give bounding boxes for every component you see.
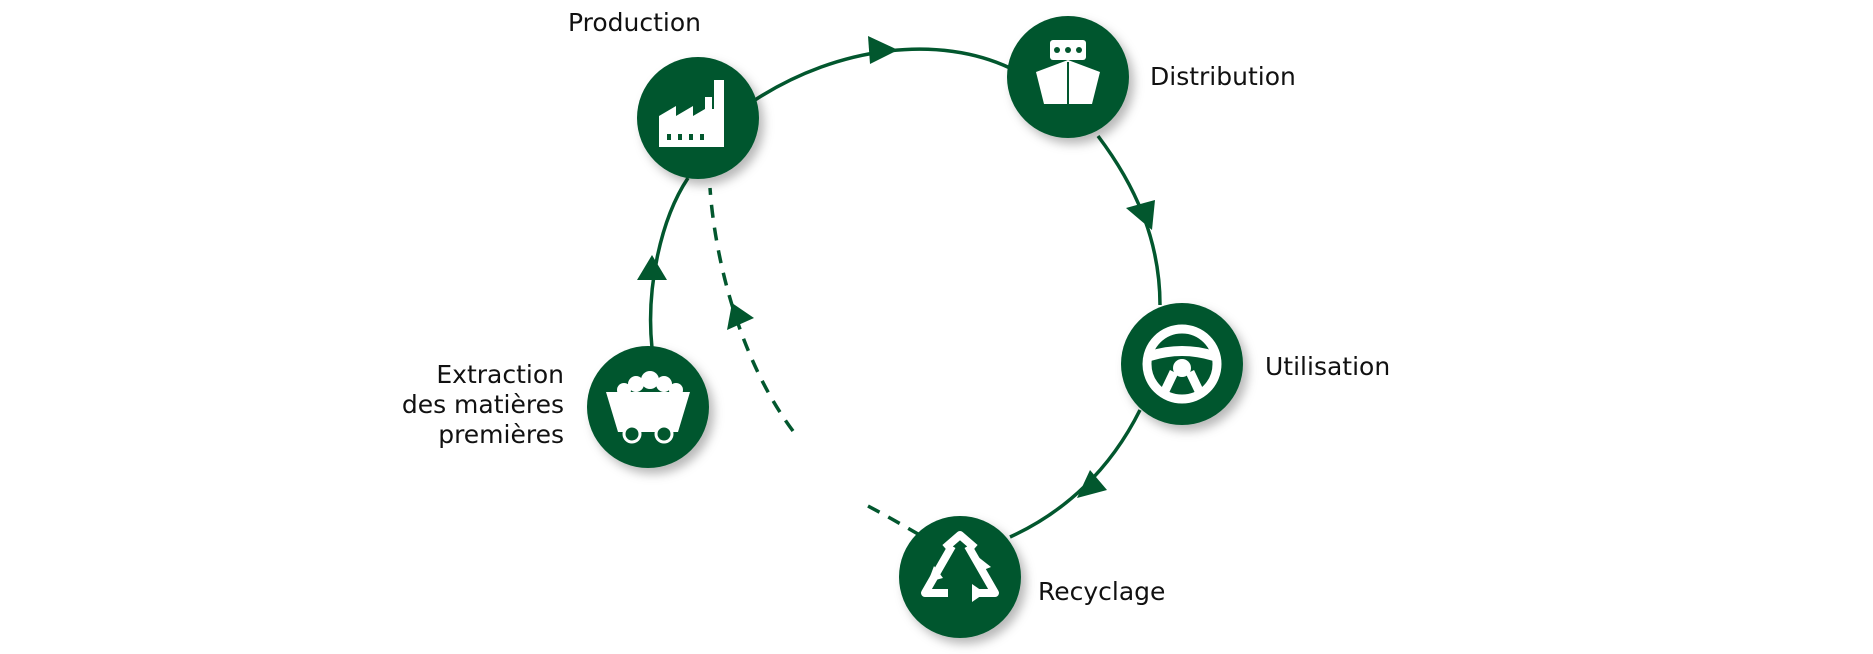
label-extraction: Extraction des matières premières [360,360,564,450]
arrowhead-to-distribution [868,36,898,64]
arrowhead-to-production [637,255,667,280]
factory-icon [659,80,724,147]
connector-recyclage-production-dashed [708,187,795,433]
mine-cart-icon [606,371,690,444]
label-extraction-line-3: premières [438,420,564,449]
node-recyclage [899,516,1021,638]
recycle-icon [921,531,999,602]
label-extraction-line-1: Extraction [436,360,564,389]
connector-utilisation-recyclage [1009,409,1142,539]
label-distribution: Distribution [1150,62,1296,91]
arrowhead-dashed-to-production [727,303,754,330]
connector-extraction-production [648,177,690,349]
steering-wheel-icon [1142,324,1222,404]
arrowhead-to-recyclage [1077,470,1107,498]
label-recyclage: Recyclage [1038,577,1166,606]
ship-icon [1036,40,1100,104]
label-utilisation: Utilisation [1265,352,1391,381]
connector-recyclage-dashed-start [867,504,919,536]
label-production: Production [568,8,702,37]
label-extraction-line-2: des matières [401,390,564,419]
arrowhead-to-utilisation [1126,200,1155,230]
